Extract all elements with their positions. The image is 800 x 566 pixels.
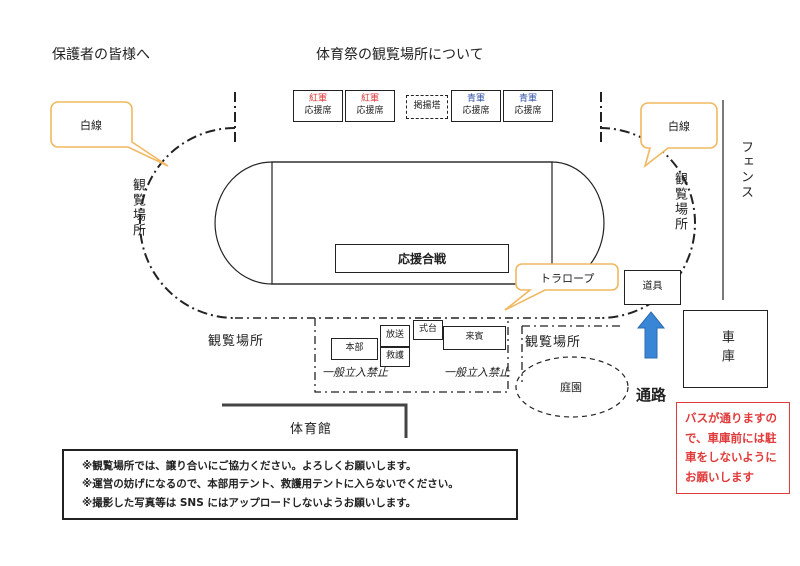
- field-rect: [271, 161, 553, 285]
- gym-label: 体育館: [290, 422, 333, 437]
- blue-seat-1-team: 青軍: [466, 94, 485, 105]
- callout-right-shape: [640, 102, 718, 169]
- tent-rescue: 救護: [380, 347, 410, 367]
- no-entry-right: 一般立入禁止: [444, 366, 510, 379]
- viewing-area-left: 観覧場所: [130, 178, 145, 238]
- callout-rope-shape: [504, 263, 619, 311]
- red-seat-1-label: 応援席: [304, 106, 332, 116]
- viewing-area-right: 観覧場所: [672, 172, 687, 232]
- scoreboard-tower: 掲揚塔: [406, 95, 448, 119]
- garden-label: 庭園: [560, 381, 582, 394]
- tent-guests: 来賓: [443, 326, 506, 350]
- gym-wall: [222, 403, 408, 438]
- viewing-area-bottom-right: 観覧場所: [525, 335, 582, 350]
- blue-seat-2: 青軍 応援席: [503, 90, 553, 122]
- notice-line-2: ※運営の妨げになるので、本部用テント、救護用テントに入らないでください。: [82, 478, 459, 491]
- bus-note-line-4: お願いします: [685, 469, 754, 484]
- blue-seat-1: 青軍 応援席: [451, 90, 501, 122]
- page-title: 体育祭の観覧場所について: [316, 47, 484, 63]
- tent-stage: 式台: [413, 320, 443, 340]
- tent-broadcast: 放送: [380, 325, 410, 347]
- callout-rope: トラロープ: [540, 272, 595, 285]
- viewing-area-bottom-left: 観覧場所: [208, 334, 265, 349]
- red-seat-1: 紅軍 応援席: [293, 90, 343, 122]
- bus-note-line-1: バスが通りますの: [685, 411, 777, 425]
- red-seat-2-team: 紅軍: [360, 94, 379, 105]
- red-seat-1-team: 紅軍: [308, 94, 327, 105]
- red-seat-2: 紅軍 応援席: [345, 90, 395, 122]
- garage-label: 車庫: [718, 330, 734, 368]
- cheer-battle-box: 応援合戦: [335, 244, 509, 273]
- outer-track-line: [139, 127, 236, 319]
- garage-box: 車庫: [683, 310, 768, 388]
- red-seat-2-label: 応援席: [356, 106, 384, 116]
- notice-line-3: ※撮影した写真等は SNS にはアップロードしないようお願いします。: [82, 496, 417, 509]
- tent-zone-boundary: [314, 318, 509, 393]
- garden-oval: [515, 356, 629, 418]
- greeting-text: 保護者の皆様へ: [52, 47, 150, 63]
- callout-white-line-left: 白線: [80, 119, 102, 132]
- callout-white-line-right: 白線: [668, 120, 690, 133]
- blue-seat-2-label: 応援席: [514, 106, 542, 116]
- fence-label: フェンス: [738, 140, 753, 200]
- bus-note-line-3: 車をしないように: [685, 450, 777, 465]
- notice-line-1: ※観覧場所では、譲り合いにご協力ください。よろしくお願いします。: [82, 460, 417, 472]
- tent-hq: 本部: [331, 338, 378, 360]
- equipment-box: 道具: [624, 270, 681, 305]
- blue-seat-1-label: 応援席: [462, 106, 490, 116]
- callout-left-shape: [50, 101, 169, 167]
- passage-label: 通路: [636, 386, 667, 404]
- no-entry-left: 一般立入禁止: [322, 366, 388, 379]
- bus-warning-note: バスが通りますの で、車庫前には駐 車をしないように お願いします: [676, 402, 790, 495]
- blue-seat-2-team: 青軍: [518, 94, 537, 105]
- blue-up-arrow: [636, 311, 666, 359]
- notice-box: ※観覧場所では、譲り合いにご協力ください。よろしくお願いします。 ※運営の妨げに…: [62, 449, 518, 521]
- bus-note-line-2: で、車庫前には駐: [685, 430, 777, 445]
